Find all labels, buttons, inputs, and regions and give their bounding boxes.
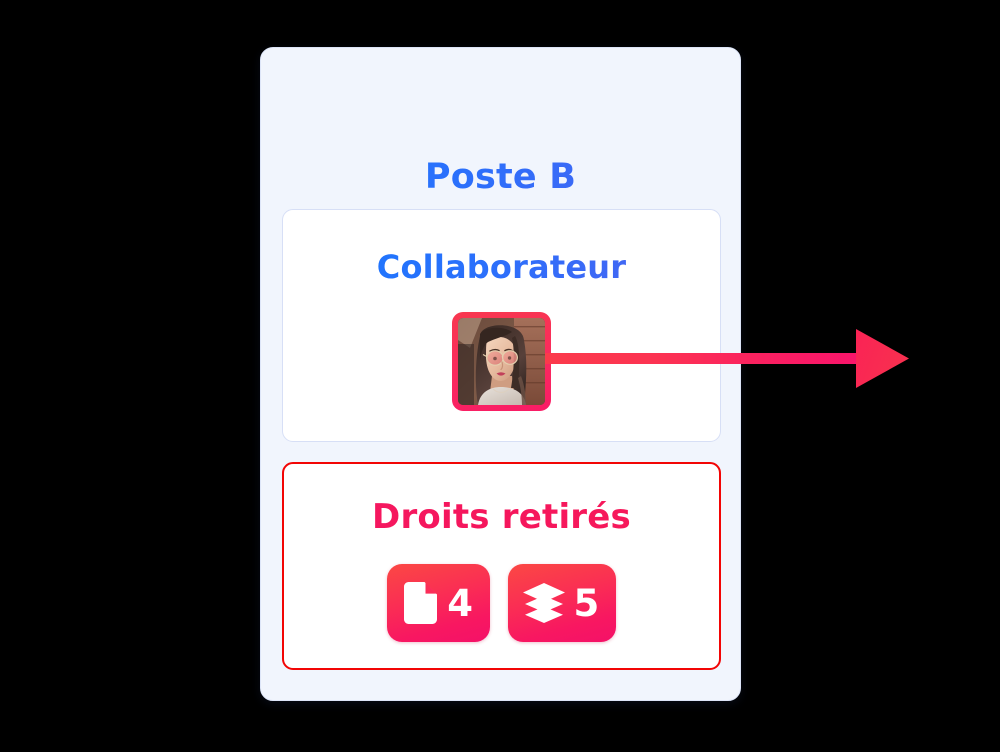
- flow-arrow-line: [545, 353, 862, 364]
- revoked-documents-badge[interactable]: 4: [387, 564, 490, 642]
- avatar[interactable]: [458, 318, 545, 405]
- revoked-rights-panel: Droits retirés 4: [282, 462, 721, 670]
- revoked-layers-badge[interactable]: 5: [507, 564, 616, 642]
- post-card: Poste B Collaborateur: [260, 47, 741, 701]
- revoked-rights-label: Droits retirés: [284, 500, 719, 534]
- flow-arrow-head: [856, 329, 909, 388]
- revoked-rights-badge-list: 4 5: [284, 564, 719, 642]
- layers-icon: [522, 581, 565, 625]
- revoked-documents-count: 4: [447, 581, 473, 625]
- revoked-layers-count: 5: [573, 581, 600, 625]
- page-title: Poste B: [261, 160, 740, 195]
- avatar-frame[interactable]: [452, 312, 551, 411]
- collaborator-panel: Collaborateur: [282, 209, 721, 442]
- avatar-portrait-image: [458, 318, 545, 405]
- collaborator-label: Collaborateur: [283, 251, 720, 283]
- document-icon: [402, 581, 438, 625]
